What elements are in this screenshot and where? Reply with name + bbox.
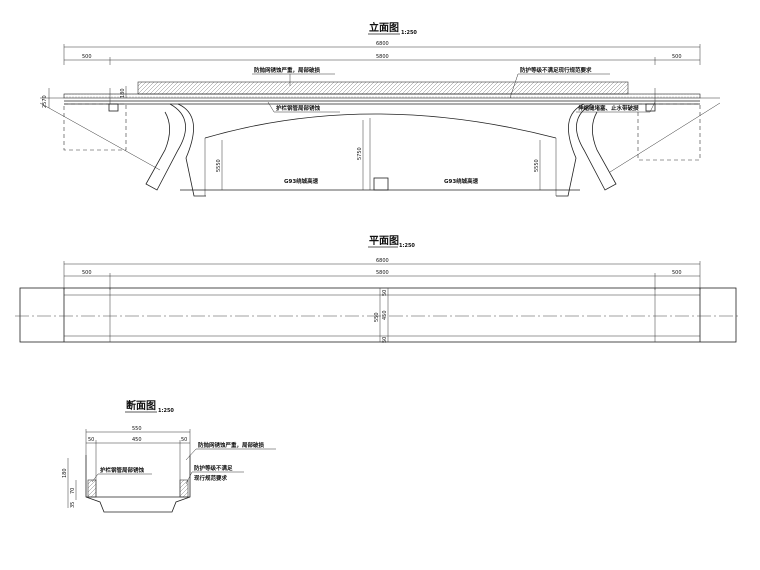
section-dim-left: 50 (88, 437, 94, 443)
elevation-dim-total: 6800 (376, 41, 389, 47)
note-rail-rust: 护栏钢管局部锈蚀 (276, 104, 321, 112)
section-note-rail: 护栏钢管局部锈蚀 (100, 466, 145, 474)
section-note-guard-line1: 防护等级不满足 (194, 464, 233, 472)
main-arch (204, 113, 557, 139)
section-dim-total: 550 (132, 426, 142, 432)
section-right-barrier (179, 479, 189, 498)
clearance-left: 5550 (216, 159, 222, 172)
left-bearing (108, 103, 119, 112)
section-outline (85, 455, 191, 513)
plan-width-edge-top: 50 (382, 290, 388, 296)
elevation-dim-right: 500 (672, 54, 682, 60)
elevation-vdim-total: 2570 (42, 95, 48, 108)
section-vdim-total: 180 (62, 468, 68, 478)
clearance-mid: 5750 (357, 147, 363, 160)
clearance-dims: 5550 5750 5550 (216, 120, 541, 190)
plan-title: 平面图 (369, 235, 399, 247)
left-slant-leg (145, 103, 186, 191)
plan-dim-left: 500 (82, 270, 92, 276)
plan-width-dims: 550 450 50 50 (374, 288, 389, 343)
section-vdim-upper: 70 (70, 488, 76, 494)
left-abutment-outline (63, 103, 127, 151)
right-frame-inner (556, 103, 585, 197)
section-scale: 1:250 (158, 408, 174, 414)
section-note-guard-line2: 现行规范要求 (194, 474, 228, 482)
elevation-dim-mid: 5800 (376, 54, 389, 60)
plan-width-inner: 450 (382, 310, 388, 320)
plan-dimensions: 6800 500 5800 500 (63, 258, 701, 290)
anti-throw-net (137, 81, 629, 95)
right-slant-leg (576, 103, 617, 191)
note-protection-level: 防护等级不满足现行规范要求 (520, 66, 592, 74)
plan-road-outline (19, 287, 737, 343)
median-barrier (373, 177, 389, 191)
elevation-dimensions: 6800 500 5800 500 (63, 41, 701, 65)
left-frame-inner (177, 103, 206, 197)
right-abutment-outline (637, 103, 701, 161)
section-dim-mid: 450 (132, 437, 142, 443)
section-left-barrier (87, 479, 97, 498)
section-title: 断面图 (126, 399, 156, 412)
note-anti-throw-net: 防抛网锈蚀严重，局部破损 (254, 66, 321, 74)
elevation-vdim-top: 180 (120, 88, 126, 98)
plan-scale: 1:250 (399, 243, 415, 249)
elevation-left-vdims: 2570 180 (42, 86, 127, 108)
road-label-left: G93绕城高速 (284, 177, 319, 185)
section-dim-right: 50 (181, 437, 187, 443)
section-vdims: 180 70 35 (62, 458, 77, 508)
elevation-title: 立面图 (369, 21, 399, 34)
left-slope-line (39, 102, 161, 171)
plan-dim-right: 500 (672, 270, 682, 276)
plan-dim-mid: 5800 (376, 270, 389, 276)
elevation-scale: 1:250 (401, 30, 417, 36)
plan-width-edge-bottom: 50 (382, 337, 388, 343)
elevation-view: 立面图 1:250 6800 500 5800 500 (39, 21, 721, 197)
right-slope-line (609, 102, 721, 173)
note-expansion-joint: 伸缩缝堵塞、止水带破损 (577, 104, 639, 112)
plan-width-outer: 550 (374, 312, 380, 322)
section-view: 断面图 1:250 550 50 450 50 180 70 35 (62, 399, 276, 513)
plan-dim-total: 6800 (376, 258, 389, 264)
road-label-right: G93绕城高速 (444, 177, 479, 185)
section-dimensions: 550 50 450 50 (85, 426, 191, 455)
section-vdim-lower: 35 (70, 502, 76, 508)
section-note-net: 防抛网锈蚀严重，局部破损 (198, 441, 265, 449)
section-annotations: 防抛网锈蚀严重，局部破损 护栏钢管局部锈蚀 防护等级不满足 现行规范要求 (91, 441, 276, 485)
clearance-right: 5550 (534, 159, 540, 172)
elevation-annotations: 防抛网锈蚀严重，局部破损 防护等级不满足现行规范要求 护栏钢管局部锈蚀 伸缩缝堵… (252, 66, 656, 113)
plan-view: 平面图 1:250 6800 500 5800 500 550 450 (15, 235, 740, 343)
elevation-dim-left: 500 (82, 54, 92, 60)
